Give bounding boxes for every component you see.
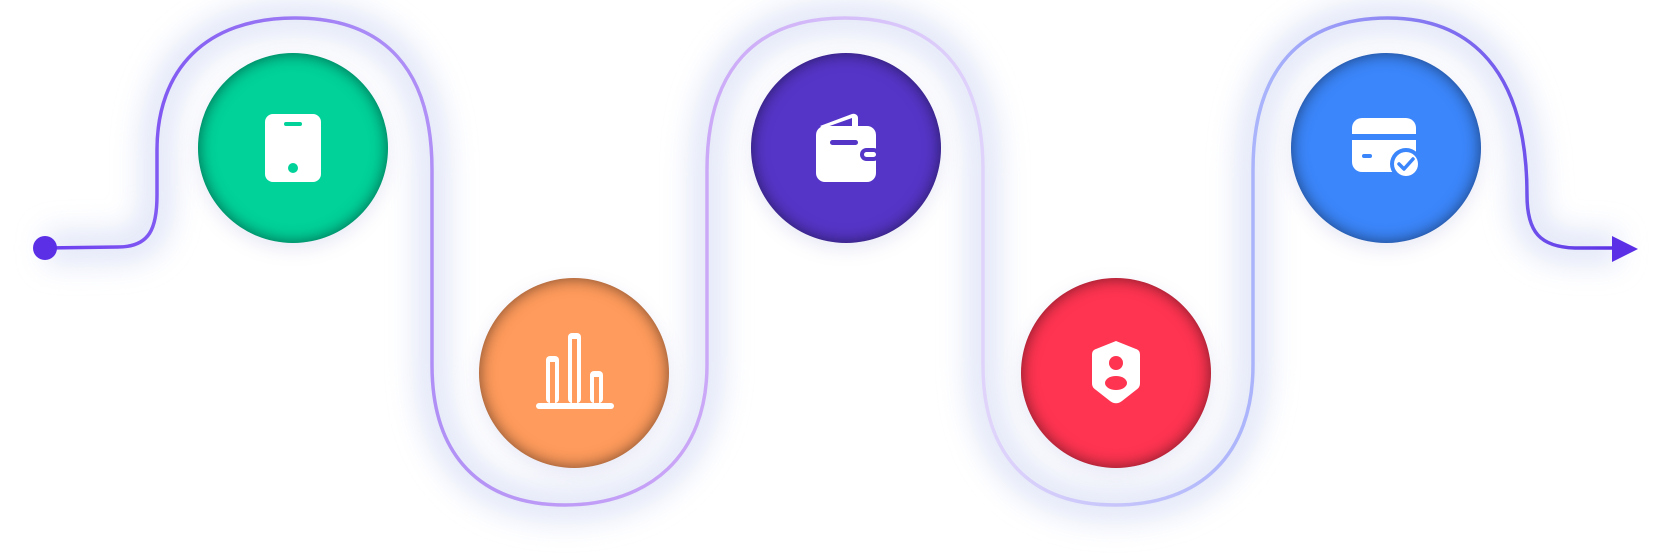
flow-path-line (43, 16, 1620, 507)
step-2-circle (479, 278, 669, 468)
start-dot (33, 236, 57, 260)
verified-card-icon (1346, 108, 1426, 188)
shield-user-icon (1076, 333, 1156, 413)
step-5-circle (1291, 53, 1481, 243)
step-4-circle (1021, 278, 1211, 468)
wallet-icon (806, 108, 886, 188)
end-arrow-icon (1612, 236, 1638, 262)
step-3-circle (751, 53, 941, 243)
bar-chart-icon (534, 333, 614, 413)
step-1-circle (198, 53, 388, 243)
smartphone-icon (253, 108, 333, 188)
